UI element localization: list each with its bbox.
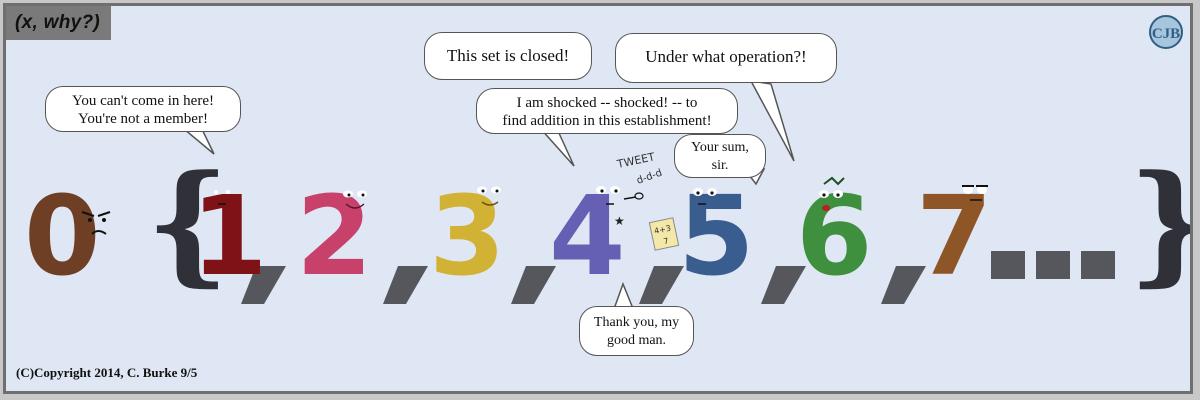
speech-bubble-operation: Under what operation?! [615, 33, 837, 83]
svg-text:3: 3 [429, 172, 506, 300]
comic-title-tag: (x, why?) [6, 6, 111, 40]
svg-text:6: 6 [796, 172, 873, 300]
speech-bubble-not-member: You can't come in here! You're not a mem… [45, 86, 241, 132]
open-brace: { [146, 146, 230, 299]
number-scene: { } 0 1 2 3 4 [24, 80, 1193, 312]
number-six: 6 [796, 172, 873, 300]
ellipsis-dots [991, 251, 1115, 279]
number-four: 4 ★ [549, 172, 644, 300]
svg-text:4+3: 4+3 [653, 224, 671, 236]
number-three: 3 [429, 172, 506, 300]
sum-note-paper: 4+3 7 [648, 217, 680, 251]
number-seven: 7 [916, 172, 993, 300]
tweet-sound-text: TWEET [615, 150, 656, 171]
svg-text:CJB: CJB [1152, 26, 1180, 42]
number-one: 1 [191, 172, 268, 300]
commas [241, 266, 926, 304]
svg-text:7: 7 [663, 236, 670, 246]
number-two: 2 [296, 172, 373, 300]
speech-bubble-your-sum: Your sum, sir. [674, 134, 766, 178]
speech-bubble-shocked: I am shocked -- shocked! -- to find addi… [476, 88, 738, 134]
svg-text:0: 0 [24, 172, 101, 300]
comic-panel: (x, why?) CJB { } 0 [3, 3, 1193, 394]
close-brace: } [1128, 146, 1193, 299]
comic-title: (x, why?) [15, 12, 101, 33]
cjb-logo-icon: CJB [1149, 15, 1183, 49]
number-zero: 0 [24, 172, 111, 300]
whistle-notes-text: d-d-d [635, 167, 663, 186]
svg-text:★: ★ [614, 214, 625, 228]
number-five: 5 [678, 172, 755, 300]
copyright-text: (C)Copyright 2014, C. Burke 9/5 [16, 365, 198, 380]
speech-bubble-set-closed: This set is closed! [424, 32, 592, 80]
speech-bubble-thank-you: Thank you, my good man. [579, 306, 694, 356]
